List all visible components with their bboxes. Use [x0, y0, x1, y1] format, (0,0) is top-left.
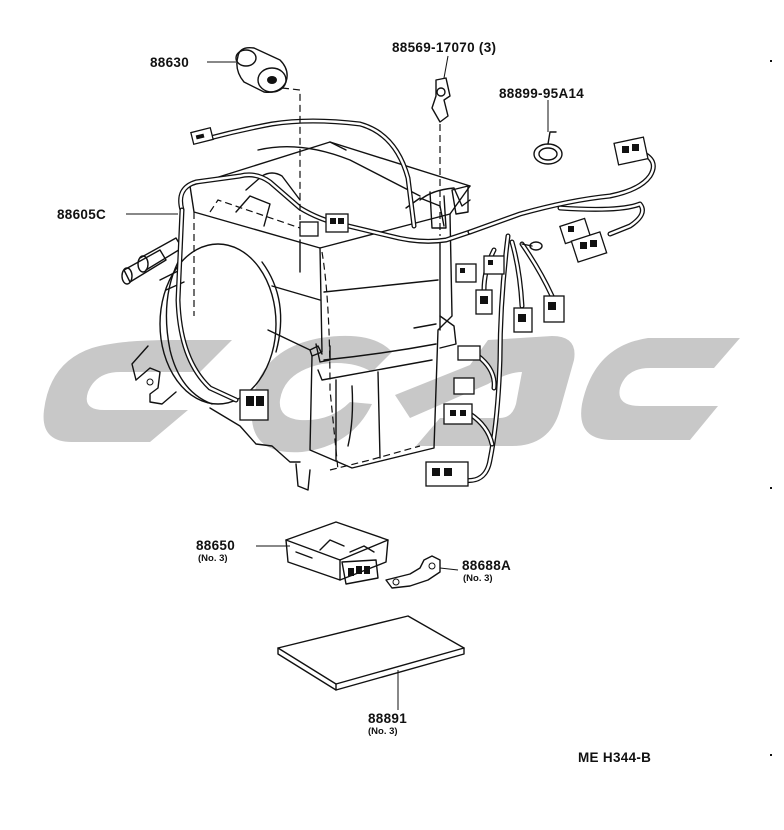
part-88899-clamp — [533, 131, 563, 165]
label-88605c: 88605C — [57, 207, 106, 222]
corner-marks — [770, 60, 772, 756]
part-88650-amplifier — [285, 521, 389, 585]
part-88891-label — [277, 615, 465, 691]
label-88688a-qty: (No. 3) — [463, 573, 493, 584]
watermark-logo — [43, 335, 740, 453]
label-88650: 88650 — [196, 538, 235, 553]
label-88891: 88891 — [368, 711, 407, 726]
harness-connectors — [190, 126, 649, 487]
part-88569-clip — [431, 77, 451, 236]
wiring-harness — [175, 118, 656, 484]
label-88688a: 88688A — [462, 558, 511, 573]
label-88650-qty: (No. 3) — [198, 553, 228, 564]
reference-code: ME H344-B — [578, 750, 651, 765]
part-88630-sensor — [235, 46, 301, 220]
part-88688a-bracket — [385, 555, 441, 589]
label-88891-qty: (No. 3) — [368, 726, 398, 737]
part-labels: 88630 88569-17070 (3) 88899-95A14 88605C… — [57, 40, 651, 765]
leader-lines — [126, 55, 549, 710]
label-88630: 88630 — [150, 55, 189, 70]
label-88569: 88569-17070 (3) — [392, 40, 496, 55]
label-88899: 88899-95A14 — [499, 86, 584, 101]
